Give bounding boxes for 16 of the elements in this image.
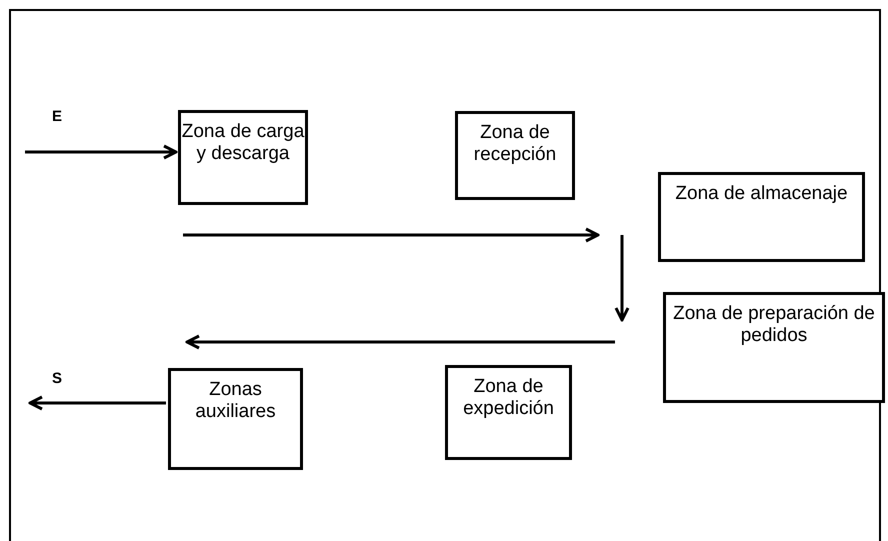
zone-name: Zona de expedición: [462, 376, 555, 421]
arrow: [25, 144, 178, 160]
flow-label: S: [52, 370, 62, 387]
zone-box: [178, 110, 308, 205]
zone-name: Zonas auxiliares: [194, 379, 277, 424]
zone-box: [663, 292, 885, 403]
zone-box: [168, 368, 303, 470]
zone-box: [445, 365, 572, 460]
flow-label: E: [52, 108, 62, 125]
zone-box: [455, 111, 575, 200]
zone-name: Zona de almacenaje: [675, 183, 848, 206]
zone-name: Zona de preparación de pedidos: [672, 303, 876, 348]
arrow: [28, 396, 166, 410]
zone-box: [658, 172, 865, 262]
zone-name: Zona de carga y descarga: [181, 121, 305, 166]
zone-name: Zona de recepción: [472, 122, 558, 167]
